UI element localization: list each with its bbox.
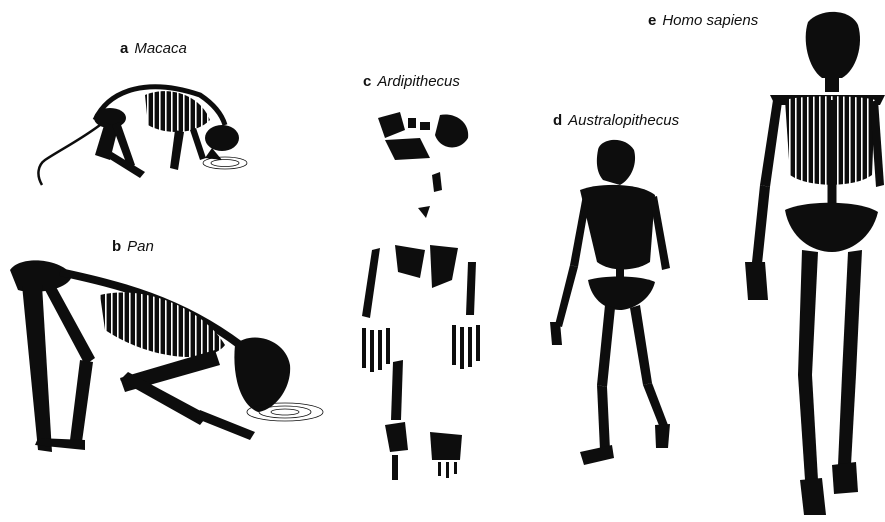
macaca-skeleton [38,87,247,185]
ardipithecus-skeleton [362,112,480,480]
australopithecus-skeleton [550,140,670,465]
homo-sapiens-skeleton [745,12,885,515]
pan-skeleton [10,260,323,452]
ardipithecus-right-hand [452,325,480,369]
ardipithecus-left-hand [362,328,390,372]
